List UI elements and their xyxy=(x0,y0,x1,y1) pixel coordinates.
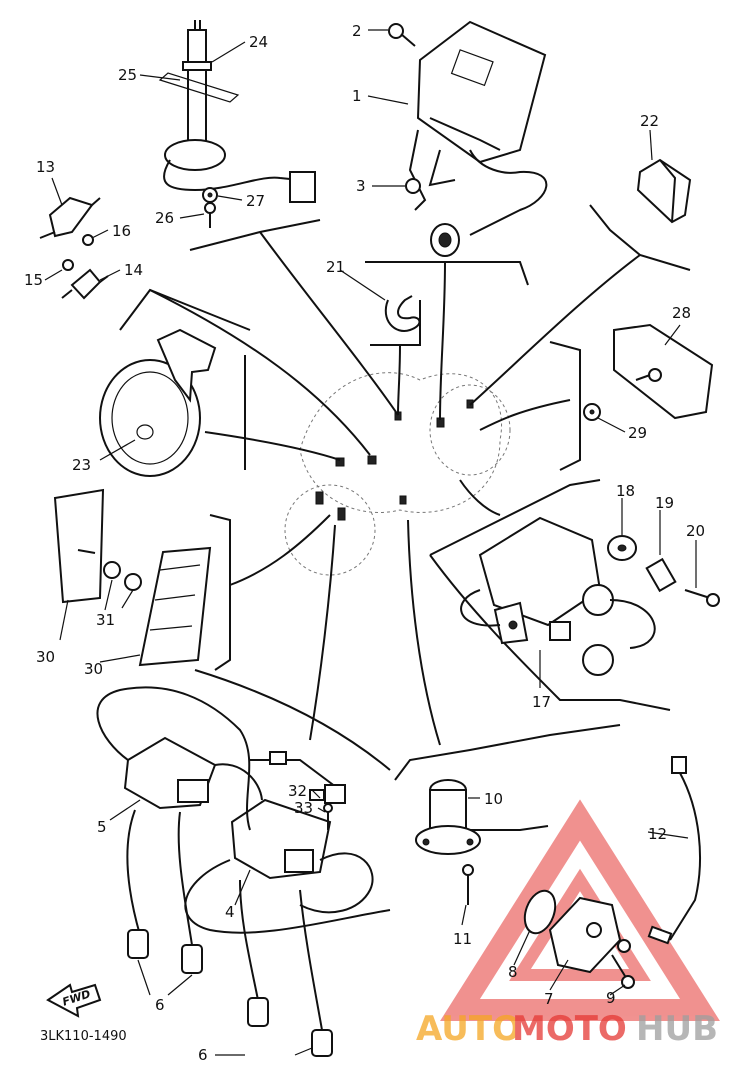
screw-11 xyxy=(462,864,474,905)
lead-12 xyxy=(617,756,701,953)
label-30a: 30 xyxy=(36,648,55,666)
watermark-moto: MOTO xyxy=(512,1009,627,1049)
pickup-coil-17 xyxy=(460,516,656,676)
part-22 xyxy=(636,158,692,224)
label-6b: 6 xyxy=(198,1046,208,1064)
frame-outline xyxy=(284,372,511,576)
grommet-18 xyxy=(607,535,637,561)
harness-loops xyxy=(96,686,391,934)
label-9: 9 xyxy=(606,989,616,1007)
label-27: 27 xyxy=(246,192,265,210)
washer-16 xyxy=(82,234,94,246)
label-8: 8 xyxy=(508,963,518,981)
label-10: 10 xyxy=(484,790,503,808)
label-7: 7 xyxy=(544,990,554,1008)
drawing-code: 3LK110-1490 xyxy=(40,1029,127,1044)
label-31: 31 xyxy=(96,611,115,629)
label-17: 17 xyxy=(532,693,551,711)
ignition-coil-4 xyxy=(230,798,332,880)
label-25: 25 xyxy=(118,66,137,84)
label-11: 11 xyxy=(453,930,472,948)
switch-13 xyxy=(39,196,101,239)
label-5: 5 xyxy=(97,818,107,836)
nuts-31 xyxy=(103,561,142,591)
label-1: 1 xyxy=(352,87,362,105)
label-28: 28 xyxy=(672,304,691,322)
label-12: 12 xyxy=(648,825,667,843)
washer-15 xyxy=(62,259,74,271)
label-2: 2 xyxy=(352,22,362,40)
fwd-arrow: FWD xyxy=(46,983,102,1018)
screw-26 xyxy=(204,202,216,228)
label-23: 23 xyxy=(72,456,91,474)
callout-lines xyxy=(119,204,691,781)
sensor-7 xyxy=(548,896,622,974)
reflector-30-a xyxy=(53,488,105,604)
cdi-unit xyxy=(408,20,548,257)
collar-19 xyxy=(645,557,677,593)
clamp-21 xyxy=(384,295,421,332)
label-33: 33 xyxy=(294,799,313,817)
label-24: 24 xyxy=(249,33,268,51)
label-32: 32 xyxy=(288,782,307,800)
label-3: 3 xyxy=(356,177,366,195)
part-labels: 1 2 3 4 5 6 6 7 8 9 10 11 12 13 14 15 16… xyxy=(24,22,705,1064)
label-6a: 6 xyxy=(155,996,165,1014)
fuel-sender-unit xyxy=(158,20,316,203)
label-20: 20 xyxy=(686,522,705,540)
bolt-20 xyxy=(684,589,720,607)
ignition-coil-5 xyxy=(123,736,217,810)
watermark-hub: HUB xyxy=(636,1009,718,1049)
label-30b: 30 xyxy=(84,660,103,678)
watermark-auto: AUTO xyxy=(416,1009,521,1049)
label-leaders xyxy=(44,29,697,1056)
label-4: 4 xyxy=(225,903,235,921)
label-18: 18 xyxy=(616,482,635,500)
label-14: 14 xyxy=(124,261,143,279)
nut-29 xyxy=(583,403,601,421)
plate-28 xyxy=(613,323,714,420)
label-29: 29 xyxy=(628,424,647,442)
label-26: 26 xyxy=(155,209,174,227)
bolt-33 xyxy=(323,803,333,830)
bolt-2 xyxy=(388,23,416,47)
nut-3 xyxy=(405,178,421,194)
horn-23 xyxy=(99,328,217,477)
washer-27 xyxy=(202,187,218,203)
label-21: 21 xyxy=(326,258,345,276)
label-22: 22 xyxy=(640,112,659,130)
o-ring-8 xyxy=(523,889,557,935)
label-13: 13 xyxy=(36,158,55,176)
label-16: 16 xyxy=(112,222,131,240)
watermark-text: AUTO MOTO HUB xyxy=(416,1009,718,1049)
switch-14 xyxy=(61,268,109,300)
reflector-30-b xyxy=(138,546,212,667)
label-19: 19 xyxy=(655,494,674,512)
neutral-switch-10 xyxy=(415,779,549,855)
label-15: 15 xyxy=(24,271,43,289)
